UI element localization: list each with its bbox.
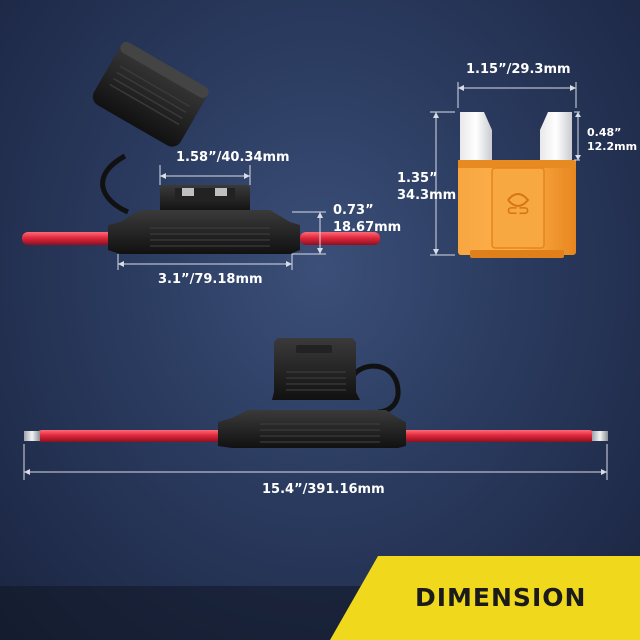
banner-label: DIMENSION — [415, 583, 587, 612]
blade-height-label: 0.48” — [587, 126, 622, 139]
top-holder-dim-lines — [117, 165, 326, 270]
holder-height-mm-label: 18.67mm — [333, 220, 402, 235]
wire-tip-right — [592, 431, 608, 441]
total-length-label: 15.4”/391.16mm — [262, 482, 385, 497]
fuse-height-mm-label: 34.3mm — [397, 188, 457, 203]
fuse-height-label: 1.35” — [397, 171, 438, 186]
blade-height-mm-label: 12.2mm — [587, 140, 638, 153]
cap-tether — [100, 153, 130, 215]
total-length-dim-lines — [23, 444, 608, 480]
fuse-dim-lines — [430, 82, 580, 256]
holder-height-label: 0.73” — [333, 203, 374, 218]
bottom-holder-body — [218, 410, 406, 448]
holder-width-label: 1.58”/40.34mm — [176, 150, 290, 165]
fuse-blade-left — [460, 112, 492, 160]
bottom-wire-right — [395, 430, 595, 442]
bottom-assembly-group — [23, 338, 608, 480]
holder-length-label: 3.1”/79.18mm — [158, 272, 263, 287]
bottom-cap-tether — [349, 363, 401, 415]
top-wire-left — [22, 232, 122, 245]
fuse-width-label: 1.15”/29.3mm — [466, 62, 571, 77]
holder-body — [108, 210, 300, 254]
svg-text:⊂⊃: ⊂⊃ — [506, 203, 529, 219]
maxi-fuse-group: ⊂⊃ — [430, 82, 581, 258]
wire-tip-left — [24, 431, 40, 441]
bottom-wire-left — [36, 430, 226, 442]
holder-cap — [92, 41, 209, 147]
fuse-blade-right — [540, 112, 572, 160]
top-holder-group — [22, 41, 380, 270]
